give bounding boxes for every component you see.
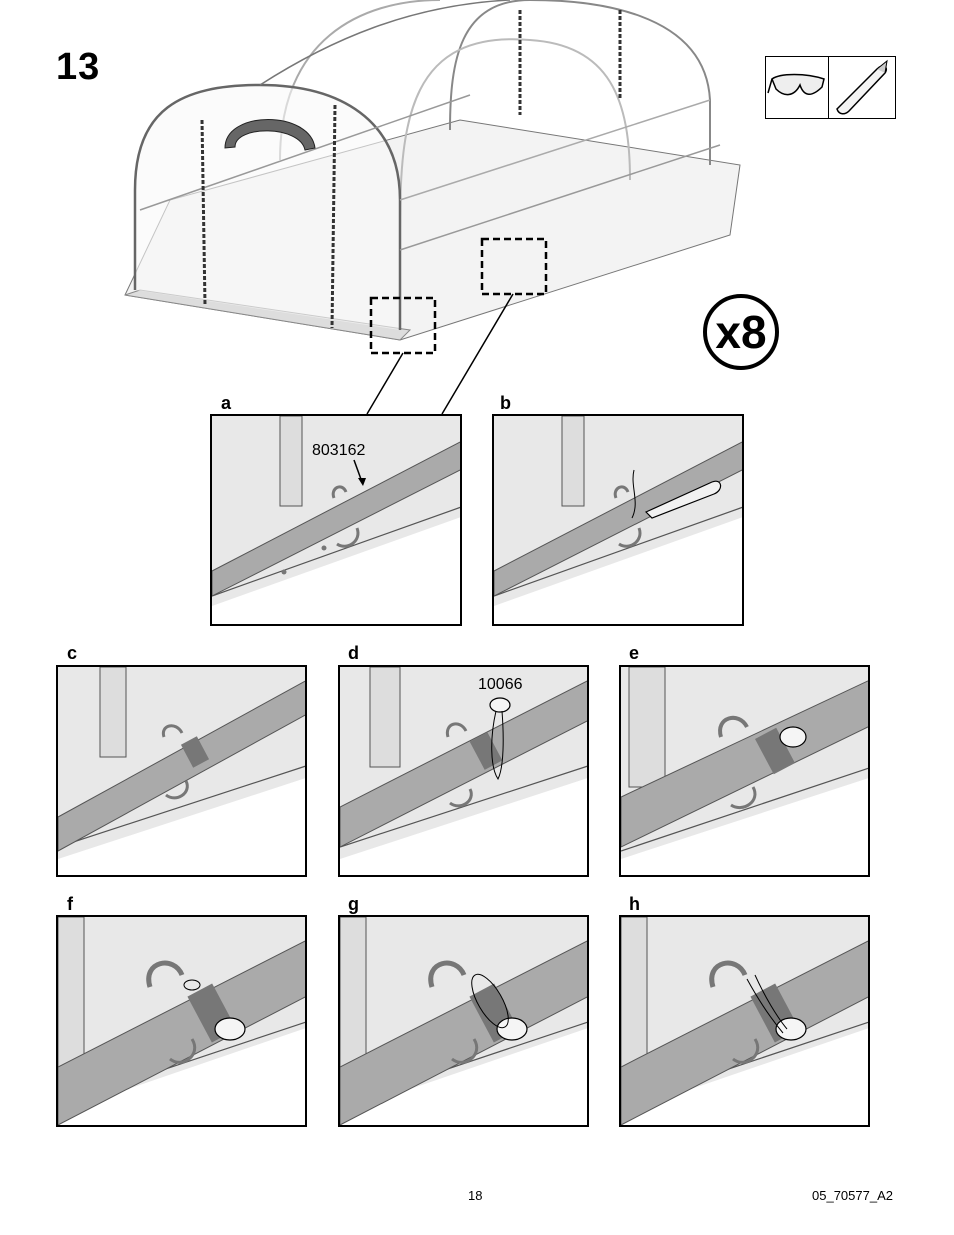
detail-panel-f <box>56 915 307 1127</box>
document-id: 05_70577_A2 <box>812 1188 893 1203</box>
utility-knife-icon <box>829 57 895 117</box>
part-number-803162: 803162 <box>312 442 365 460</box>
quantity-multiplier: x8 <box>703 294 779 370</box>
detail-panel-a: 803162 <box>210 414 462 626</box>
panel-letter-h: h <box>629 894 640 915</box>
tool-cell-glasses <box>766 57 828 118</box>
panel-f-drawing <box>58 917 307 1127</box>
detail-panel-g <box>338 915 589 1127</box>
tool-cell-knife <box>828 57 895 118</box>
detail-panel-c <box>56 665 307 877</box>
required-tools-box <box>765 56 896 119</box>
panel-c-drawing <box>58 667 307 877</box>
panel-letter-g: g <box>348 894 359 915</box>
panel-letter-f: f <box>67 894 73 915</box>
panel-letter-b: b <box>500 393 511 414</box>
panel-g-drawing <box>340 917 589 1127</box>
panel-letter-d: d <box>348 643 359 664</box>
panel-e-drawing <box>621 667 870 877</box>
panel-b-drawing <box>494 416 744 626</box>
panel-letter-a: a <box>221 393 231 414</box>
panel-d-drawing <box>340 667 589 877</box>
part-number-10066: 10066 <box>478 676 523 694</box>
panel-letter-e: e <box>629 643 639 664</box>
page-number: 18 <box>468 1188 482 1203</box>
safety-glasses-icon <box>766 57 828 117</box>
detail-panel-h <box>619 915 870 1127</box>
panel-letter-c: c <box>67 643 77 664</box>
detail-panel-d: 10066 <box>338 665 589 877</box>
panel-h-drawing <box>621 917 870 1127</box>
detail-panel-b <box>492 414 744 626</box>
detail-panel-e <box>619 665 870 877</box>
